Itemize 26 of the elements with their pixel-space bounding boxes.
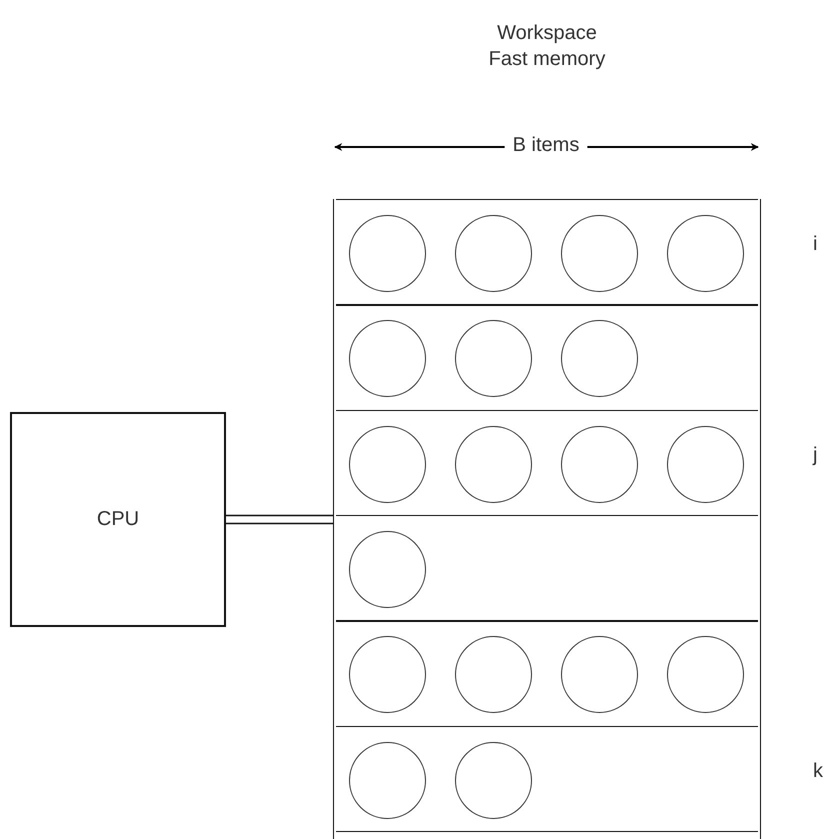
double-line-connector	[225, 514, 334, 524]
item-circle	[455, 636, 532, 714]
dimension-label: B items	[512, 134, 580, 157]
item-circle	[349, 742, 426, 818]
item-circle	[667, 426, 744, 503]
item-circle	[561, 636, 638, 714]
item-circle	[667, 215, 744, 292]
cpu-box	[10, 412, 226, 627]
node-label: CPU	[96, 508, 140, 530]
row-label: i	[813, 233, 818, 256]
row-label: j	[813, 444, 818, 467]
item-circle	[349, 426, 426, 503]
block-heading: Workspace Fast memory	[488, 21, 606, 72]
item-circle	[349, 320, 426, 398]
item-circle	[349, 636, 426, 714]
item-circle	[455, 215, 532, 292]
item-circle	[349, 530, 426, 608]
item-circle	[667, 636, 744, 714]
item-circle	[561, 215, 638, 292]
item-circle	[349, 215, 426, 292]
row-label: k	[813, 760, 823, 783]
item-circle	[561, 320, 638, 398]
item-circle	[455, 320, 532, 398]
item-circle	[455, 742, 532, 818]
item-circle	[561, 426, 638, 503]
item-circle	[455, 426, 532, 503]
